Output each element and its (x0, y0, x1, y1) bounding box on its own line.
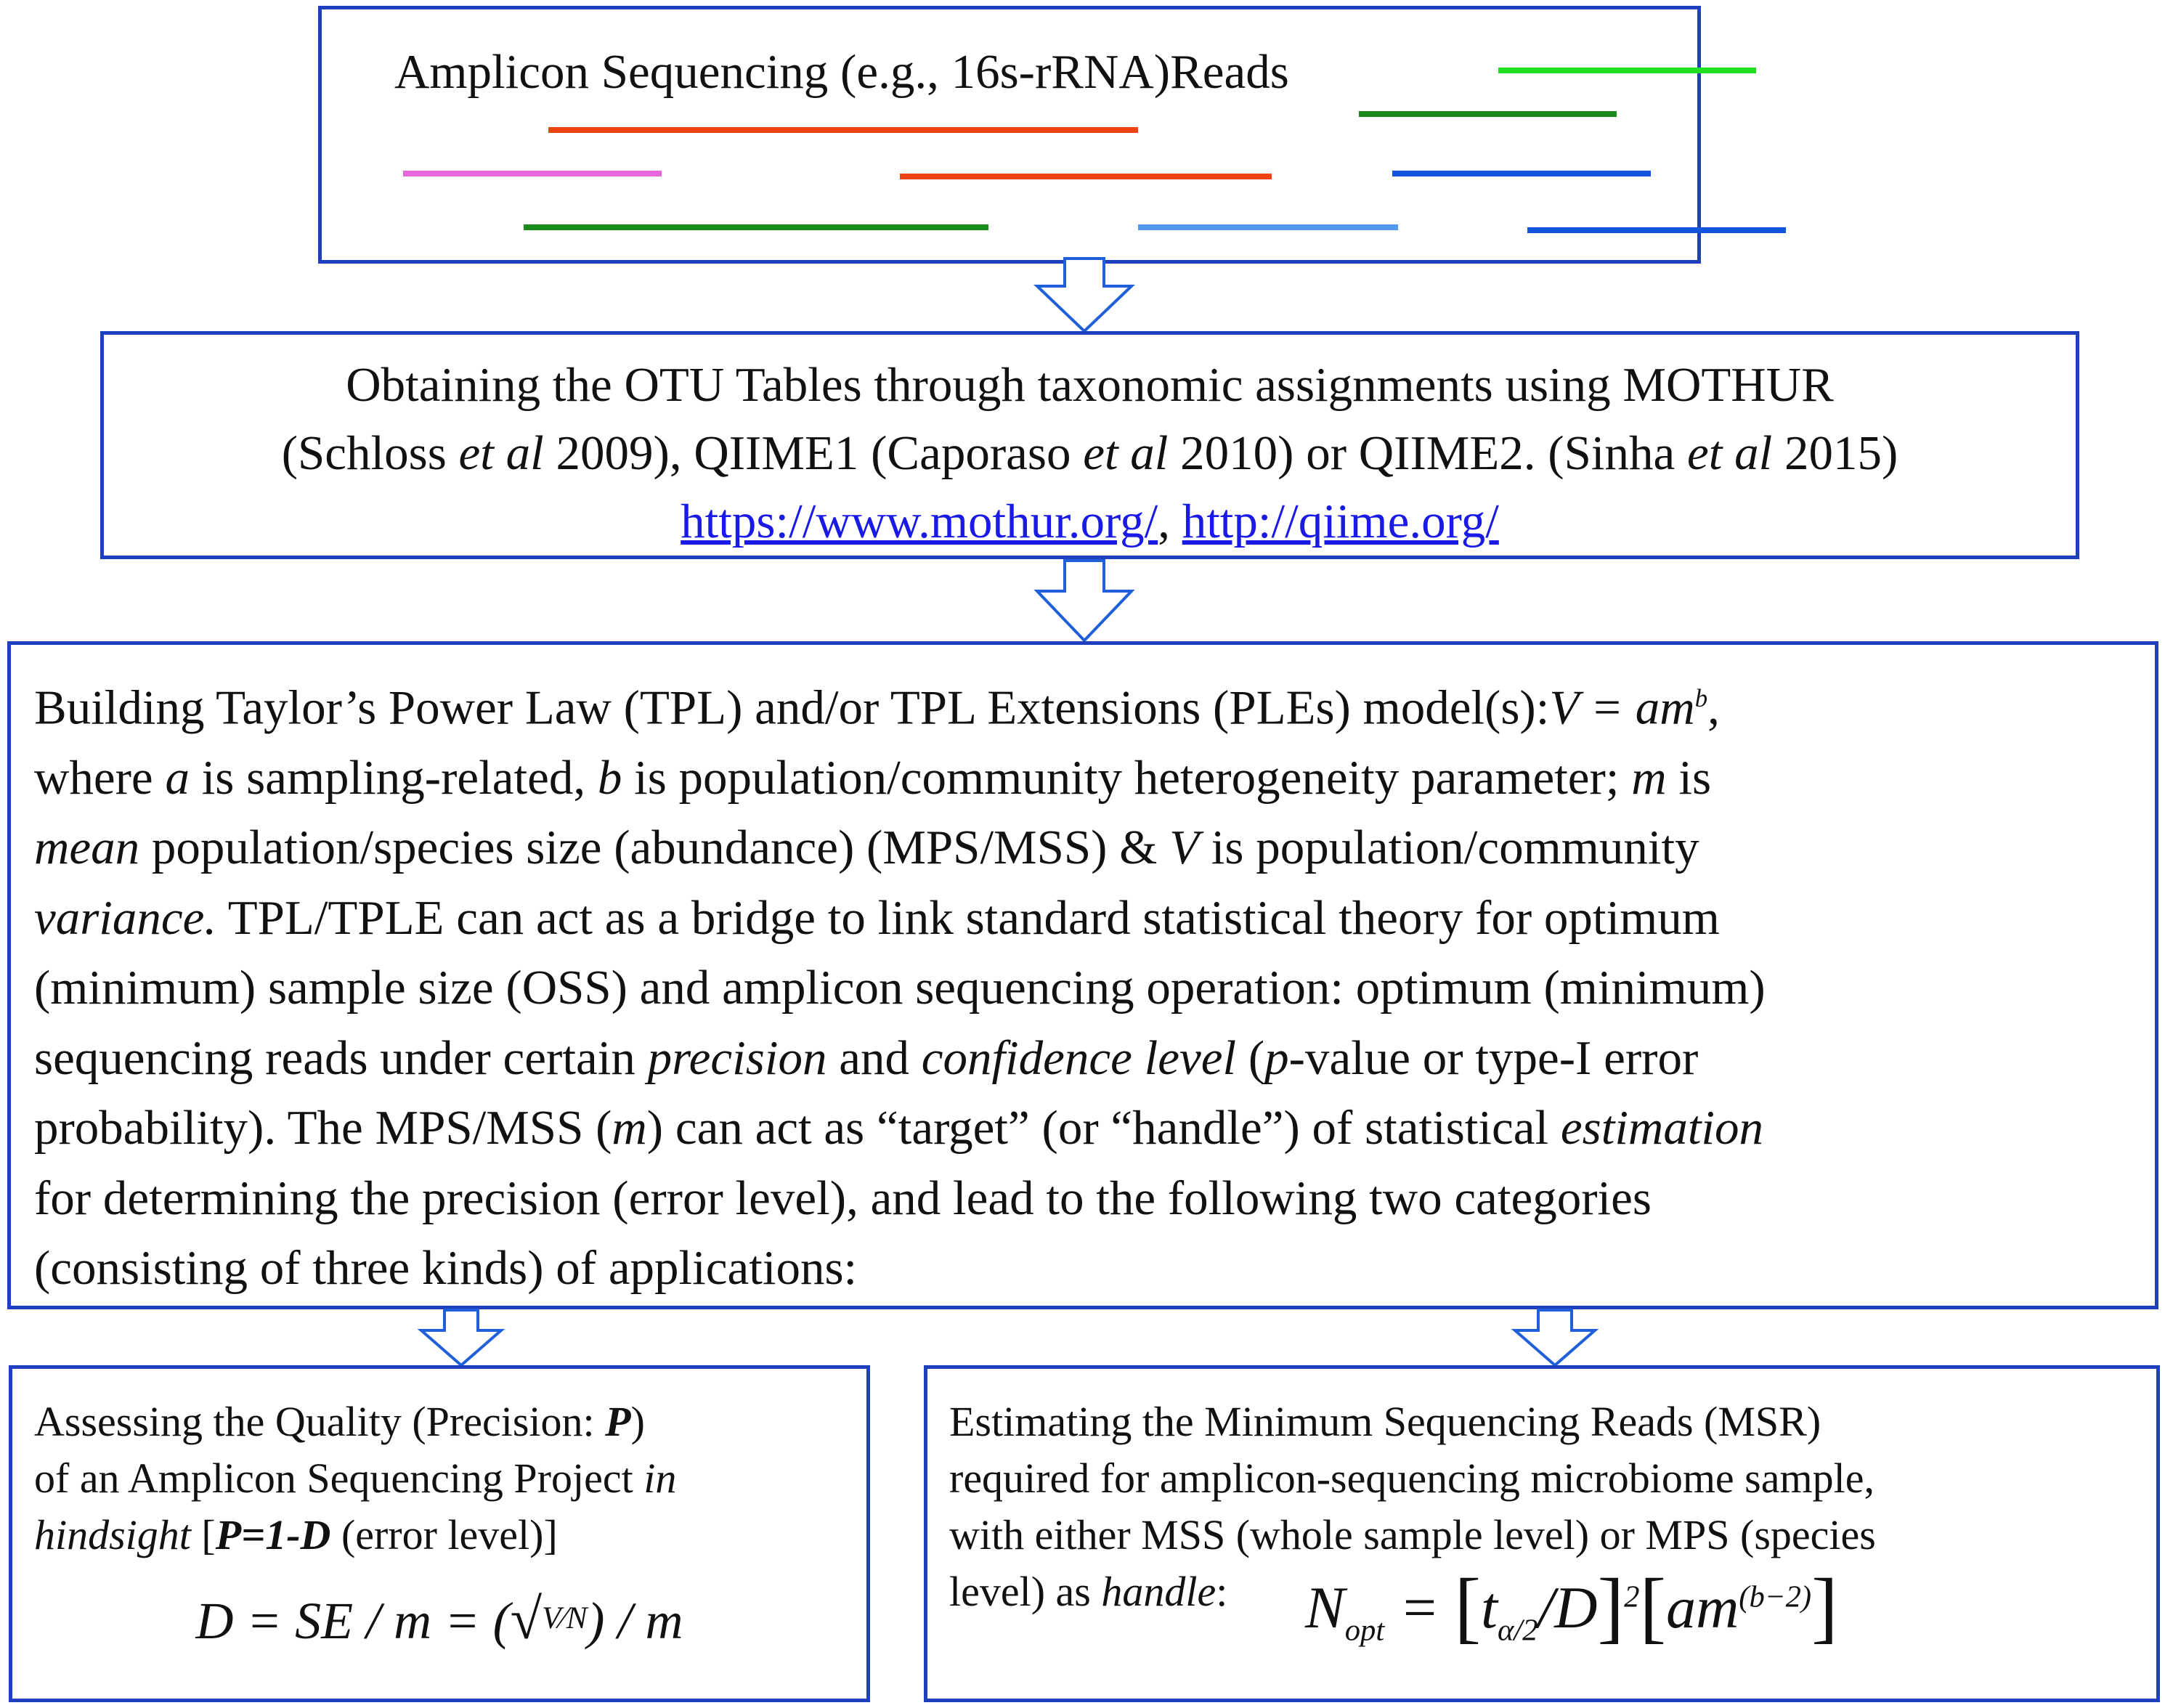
msr-line-3: with either MSS (whole sample level) or … (949, 1511, 1876, 1558)
down-arrow-icon (1033, 559, 1135, 643)
msr-line-1: Estimating the Minimum Sequencing Reads … (949, 1398, 1821, 1445)
mothur-link[interactable]: https://www.mothur.org/ (681, 495, 1158, 548)
read-line (1138, 224, 1398, 230)
read-line (1498, 68, 1756, 73)
read-line (900, 174, 1272, 179)
quality-line-1: Assessing the Quality (Precision: P) (34, 1398, 645, 1445)
tpl-box: Building Taylor’s Power Law (TPL) and/or… (7, 641, 2158, 1309)
tpl-line-3: mean population/species size (abundance)… (34, 821, 1699, 875)
msr-box: Estimating the Minimum Sequencing Reads … (924, 1365, 2160, 1702)
tpl-line-2: where a is sampling-related, b is popula… (34, 750, 1712, 805)
otu-line-2: (Schloss et al 2009), QIIME1 (Caporaso e… (281, 426, 1898, 480)
quality-line-2: of an Amplicon Sequencing Project in (34, 1455, 677, 1502)
tpl-line-1: Building Taylor’s Power Law (TPL) and/or… (34, 680, 1720, 735)
tpl-line-9: (consisting of three kinds) of applicati… (34, 1241, 858, 1296)
down-arrow-icon (1033, 257, 1135, 333)
tpl-line-7: probability). The MPS/MSS (m) can act as… (34, 1101, 1764, 1155)
otu-links: https://www.mothur.org/, http://qiime.or… (681, 495, 1499, 548)
tpl-line-4: variance. TPL/TPLE can act as a bridge t… (34, 890, 1720, 945)
read-line (1359, 111, 1617, 117)
read-line (524, 224, 988, 230)
msr-formula: Nopt = [tα/2/D]2[am(b−2)] (1305, 1562, 1838, 1651)
tpl-line-6: sequencing reads under certain precision… (34, 1030, 1699, 1085)
tpl-line-5: (minimum) sample size (OSS) and amplicon… (34, 961, 1766, 1015)
reads-title: Amplicon Sequencing (e.g., 16s-rRNA)Read… (394, 45, 1289, 99)
read-line (1392, 171, 1651, 176)
down-arrow-icon (417, 1309, 505, 1367)
down-arrow-icon (1511, 1309, 1599, 1367)
read-line (1527, 227, 1786, 233)
otu-box: Obtaining the OTU Tables through taxonom… (100, 331, 2079, 559)
precision-formula: D = SE / m = (√V⁄N) / m (195, 1587, 683, 1651)
quality-box: Assessing the Quality (Precision: P) of … (9, 1365, 870, 1702)
reads-box: Amplicon Sequencing (e.g., 16s-rRNA)Read… (318, 6, 1786, 264)
msr-line-4: level) as handle: (949, 1568, 1228, 1615)
msr-line-2: required for amplicon-sequencing microbi… (949, 1455, 1874, 1502)
read-line (548, 127, 1138, 133)
qiime-link[interactable]: http://qiime.org/ (1182, 495, 1499, 548)
tpl-line-8: for determining the precision (error lev… (34, 1171, 1652, 1225)
otu-line-1: Obtaining the OTU Tables through taxonom… (346, 358, 1834, 412)
quality-line-3: hindsight [P=1-D (error level)] (34, 1511, 558, 1558)
read-line (403, 171, 662, 176)
